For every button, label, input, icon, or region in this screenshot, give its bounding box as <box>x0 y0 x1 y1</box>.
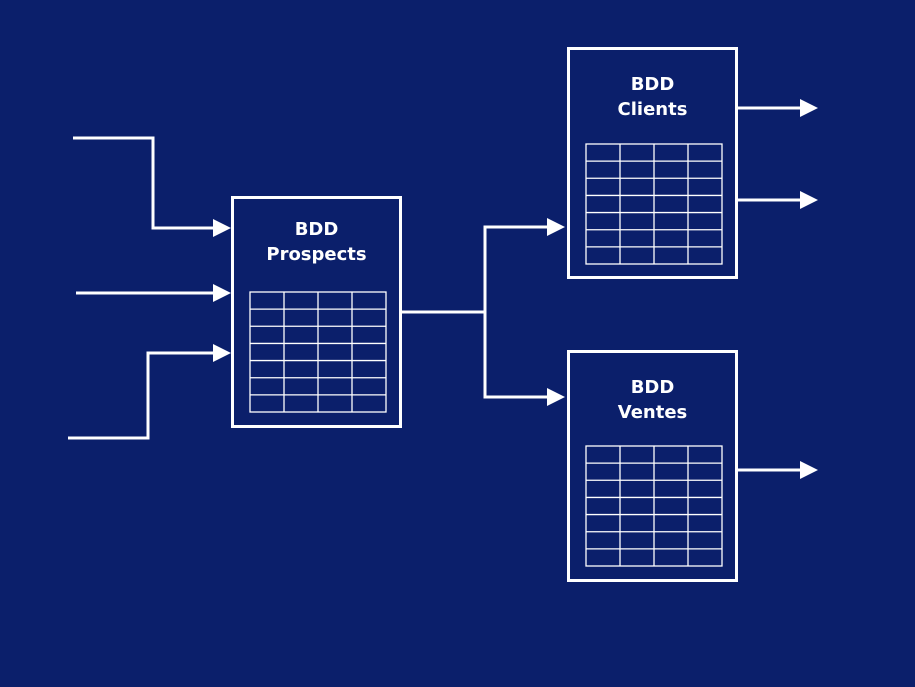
database-ventes-title: BDD Ventes <box>570 375 735 425</box>
database-prospects-title: BDD Prospects <box>234 217 399 267</box>
database-ventes-table-icon <box>585 445 723 567</box>
database-ventes-label-line2: Ventes <box>617 402 688 423</box>
arrow-prospects-to-clients <box>401 218 565 314</box>
database-ventes-label-line1: BDD <box>630 377 675 398</box>
database-ventes: BDD Ventes <box>567 350 738 582</box>
database-clients: BDD Clients <box>567 47 738 279</box>
database-clients-label-line2: Clients <box>617 99 688 120</box>
database-clients-label-line1: BDD <box>630 74 675 95</box>
arrow-input-3 <box>68 344 231 440</box>
arrow-prospects-to-ventes <box>483 312 565 406</box>
database-prospects-label-line2: Prospects <box>266 244 367 265</box>
arrow-input-1 <box>73 136 231 237</box>
database-clients-title: BDD Clients <box>570 72 735 122</box>
database-prospects-table-icon <box>249 291 387 413</box>
database-prospects: BDD Prospects <box>231 196 402 428</box>
database-clients-table-icon <box>585 143 723 265</box>
database-prospects-label-line1: BDD <box>294 219 339 240</box>
